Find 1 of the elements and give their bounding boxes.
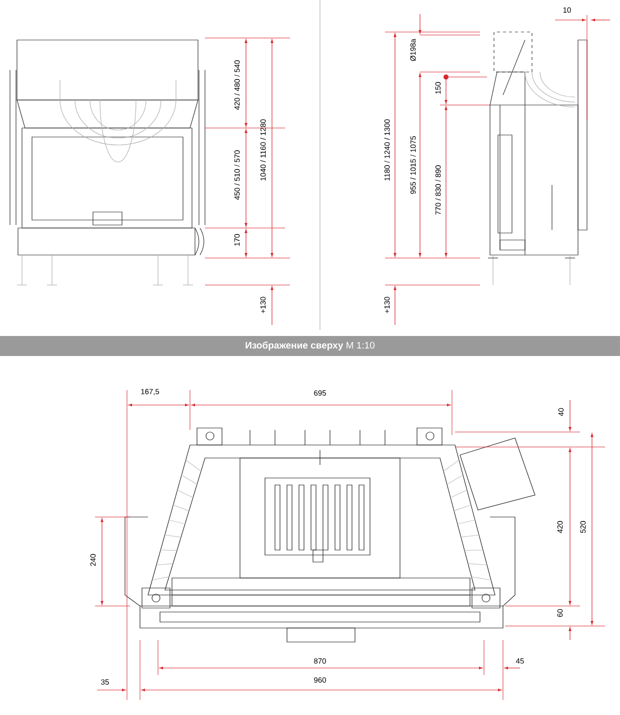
section-band: Изображение сверху М 1:10	[0, 336, 620, 356]
